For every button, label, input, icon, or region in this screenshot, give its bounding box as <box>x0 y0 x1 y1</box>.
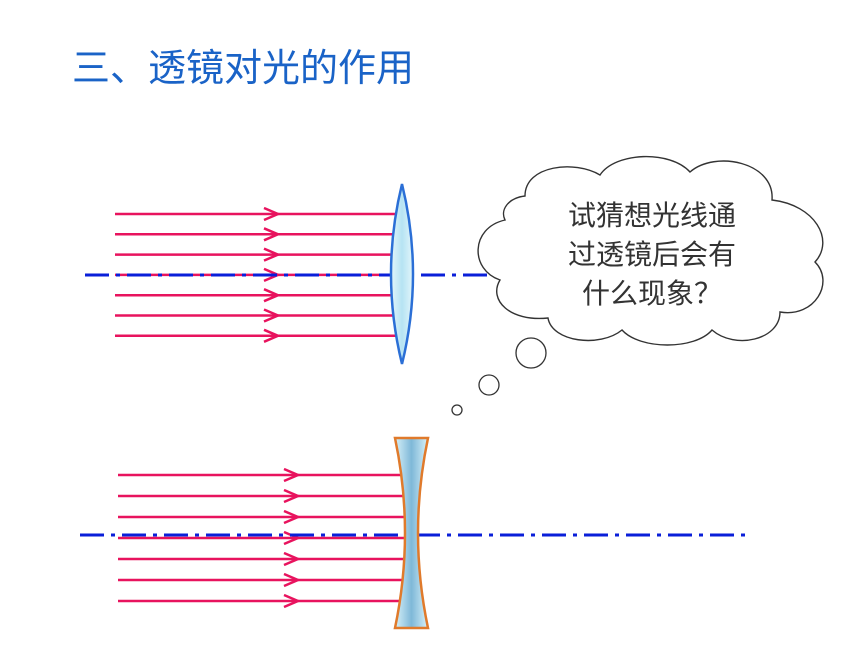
concave-lens <box>393 436 430 630</box>
thought-dot-medium <box>478 374 500 396</box>
concave-ray-arrow <box>283 509 302 525</box>
thought-dot-large <box>515 337 547 369</box>
convex-lens-group <box>85 183 750 365</box>
convex-ray-arrow <box>263 267 282 283</box>
concave-ray-arrow <box>283 467 302 483</box>
concave-ray-arrow <box>283 488 302 504</box>
convex-ray-arrow <box>263 328 282 343</box>
convex-ray-arrow <box>263 206 282 222</box>
concave-lens-group <box>80 436 745 630</box>
convex-ray-arrow <box>263 227 282 242</box>
bubble-line-1: 试猜想光线通 <box>568 199 736 232</box>
convex-lens <box>389 183 415 365</box>
thought-dot-small <box>451 404 463 416</box>
concave-ray-arrow <box>283 551 302 567</box>
concave-incident-rays <box>118 467 404 609</box>
concave-ray-arrow <box>283 530 302 546</box>
bubble-line-2: 过透镜后会有 <box>568 238 736 271</box>
convex-ray-arrow <box>263 247 282 262</box>
concave-ray-arrow <box>283 593 302 609</box>
convex-ray-arrow <box>263 308 282 323</box>
thought-cloud <box>477 155 824 346</box>
concave-ray-arrow <box>283 572 302 588</box>
thought-bubble: 试猜想光线通 过透镜后会有 什么现象？ <box>451 155 824 416</box>
slide-title: 三、透镜对光的作用 <box>72 46 415 90</box>
convex-ray-arrow <box>263 288 282 303</box>
bubble-line-3: 什么现象？ <box>582 277 722 310</box>
